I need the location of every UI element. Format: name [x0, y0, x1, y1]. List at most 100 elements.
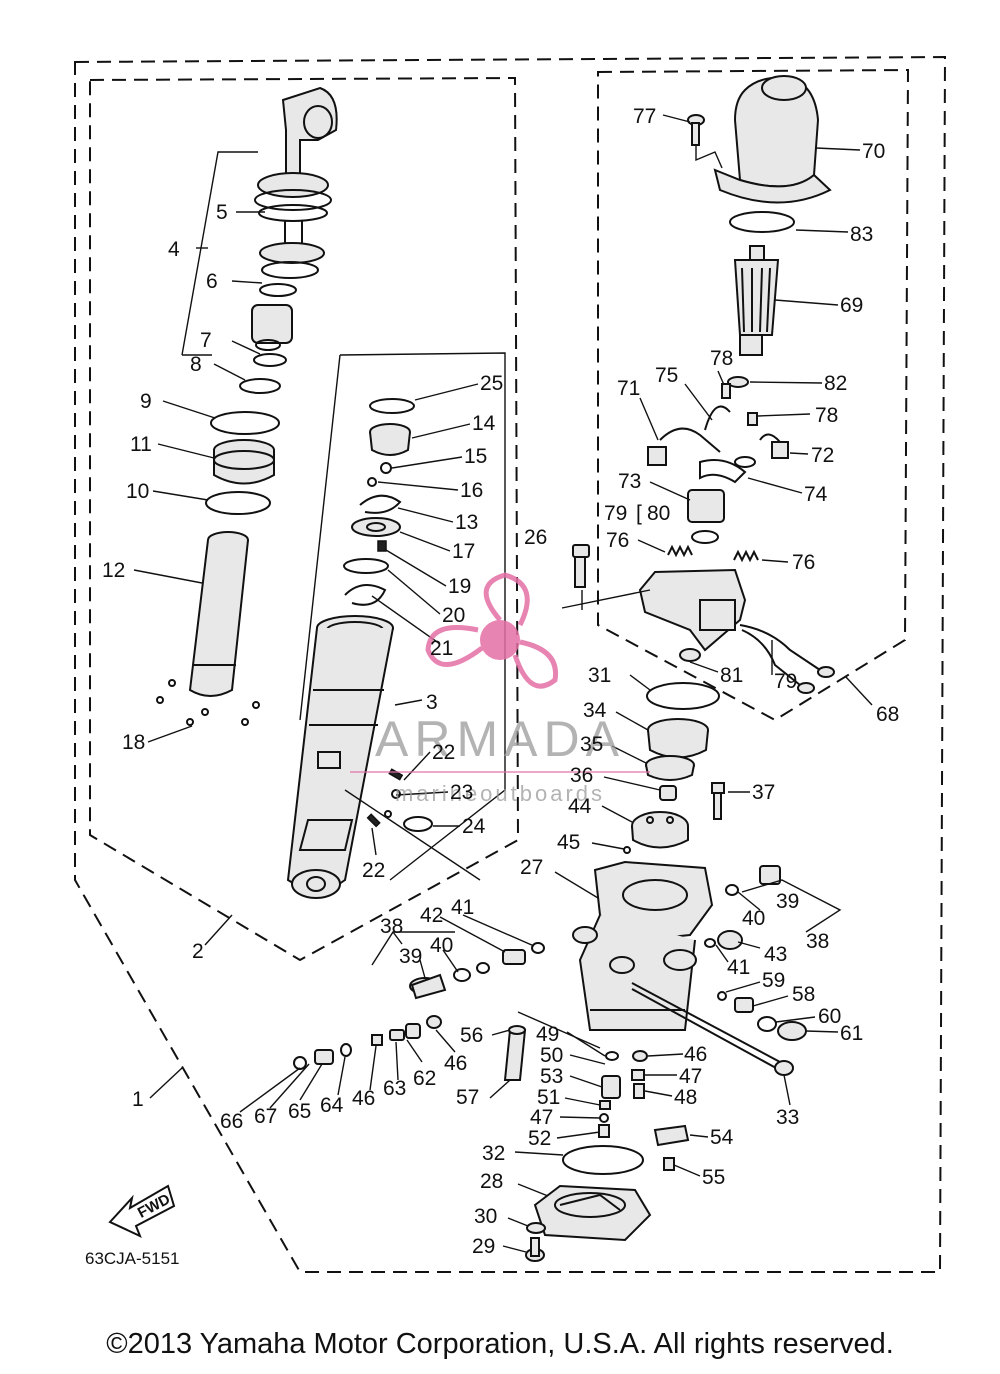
label-16: 16 — [460, 479, 483, 502]
label-38a: 38 — [380, 915, 403, 938]
label-76a: 76 — [606, 529, 629, 552]
label-29: 29 — [472, 1235, 495, 1258]
plate-54 — [653, 1124, 690, 1171]
motor-housing-70 — [713, 75, 832, 204]
watermark-logo — [425, 572, 559, 689]
screw-78b — [747, 412, 758, 426]
label-2: 2 — [192, 940, 204, 963]
label-40a: 40 — [430, 934, 453, 957]
label-43: 43 — [764, 943, 787, 966]
watermark-logo-blade-right — [512, 639, 559, 689]
label-28: 28 — [480, 1170, 503, 1193]
springs-76 — [667, 544, 759, 563]
gear-pump-44 — [631, 811, 689, 849]
label-68: 68 — [876, 703, 899, 726]
diagram-code: 63CJA-5151 — [85, 1249, 180, 1268]
label-63: 63 — [383, 1077, 406, 1100]
copyright-notice: ©2013 Yamaha Motor Corporation, U.S.A. A… — [106, 1328, 894, 1360]
label-23: 23 — [450, 781, 473, 804]
label-52: 52 — [528, 1127, 551, 1150]
label-79b: 79 — [774, 670, 797, 693]
bolt-33 — [631, 982, 794, 1076]
label-67: 67 — [254, 1105, 277, 1128]
label-37: 37 — [752, 781, 775, 804]
label-46c: 46 — [684, 1043, 707, 1066]
label-22b: 22 — [362, 859, 385, 882]
label-41b: 41 — [727, 956, 750, 979]
label-77: 77 — [633, 105, 656, 128]
cap-14 — [369, 423, 411, 456]
label-39a: 39 — [399, 945, 422, 968]
pump-housing-27 — [572, 860, 714, 1031]
label-61: 61 — [840, 1022, 863, 1045]
plate-25 — [369, 398, 415, 414]
cylinder-12 — [188, 531, 249, 697]
label-78b: 78 — [815, 404, 838, 427]
label-12: 12 — [102, 559, 125, 582]
label-83: 83 — [850, 223, 873, 246]
o-ring-7 — [253, 353, 287, 367]
label-33: 33 — [776, 1106, 799, 1129]
label-51: 51 — [537, 1086, 560, 1109]
assembly-1-boundary — [74, 55, 947, 1273]
parts-23-24 — [384, 789, 433, 832]
label-21: 21 — [430, 637, 453, 660]
label-79a: 79 — [604, 502, 627, 525]
label-56: 56 — [460, 1024, 483, 1047]
balls-18 — [156, 679, 260, 726]
label-13: 13 — [455, 511, 478, 534]
label-45: 45 — [557, 831, 580, 854]
label-24: 24 — [462, 815, 486, 838]
label-69: 69 — [840, 294, 863, 317]
washer-30 — [526, 1222, 546, 1234]
brush-plate-81 — [638, 568, 835, 694]
part-34 — [647, 718, 709, 759]
tilt-cylinder-3 — [286, 615, 394, 899]
label-47b: 47 — [679, 1065, 702, 1088]
label-55: 55 — [702, 1166, 725, 1189]
cylinder-cap-11 — [213, 439, 275, 485]
label-31: 31 — [588, 664, 611, 687]
label-5: 5 — [216, 201, 228, 224]
label-57: 57 — [456, 1086, 479, 1109]
brush-holder-assembly — [647, 405, 789, 544]
watermark-logo-blade-top — [483, 572, 530, 627]
pipe-57 — [503, 1025, 527, 1081]
label-76b: 76 — [792, 551, 815, 574]
part-35 — [645, 755, 695, 781]
label-74: 74 — [804, 483, 828, 506]
armature-69 — [733, 245, 780, 356]
label-4: 4 — [168, 238, 180, 261]
label-14: 14 — [472, 412, 496, 435]
bolt-26 — [572, 544, 590, 588]
small-parts-left — [293, 1015, 442, 1070]
label-50: 50 — [540, 1044, 563, 1067]
label-46b: 46 — [352, 1087, 375, 1110]
label-27: 27 — [520, 856, 543, 879]
label-49: 49 — [536, 1023, 559, 1046]
label-8: 8 — [190, 353, 202, 376]
bolt-37 — [711, 782, 725, 820]
label-53: 53 — [540, 1065, 563, 1088]
watermark-subtitle: marineoutboards — [395, 781, 605, 806]
label-1: 1 — [132, 1088, 144, 1111]
label-39b: 39 — [776, 890, 799, 913]
label-bracket-80: [ — [636, 502, 642, 525]
watermark-logo-blade-left — [425, 625, 484, 667]
o-ring-32 — [562, 1145, 644, 1175]
assembly-2-boundary — [89, 76, 520, 962]
watermark-title: ARMADA — [375, 711, 625, 767]
ball-16 — [367, 477, 377, 487]
label-35: 35 — [580, 733, 603, 756]
label-72: 72 — [811, 444, 834, 467]
label-64: 64 — [320, 1094, 344, 1117]
valves-right-38-43 — [704, 865, 807, 1041]
label-59: 59 — [762, 969, 785, 992]
valves-center-47-53 — [598, 1050, 648, 1138]
valve-17 — [351, 517, 401, 537]
label-15: 15 — [464, 445, 487, 468]
bolt-29 — [525, 1237, 545, 1262]
label-26: 26 — [524, 526, 547, 549]
label-22a: 22 — [432, 741, 455, 764]
label-62: 62 — [413, 1067, 436, 1090]
